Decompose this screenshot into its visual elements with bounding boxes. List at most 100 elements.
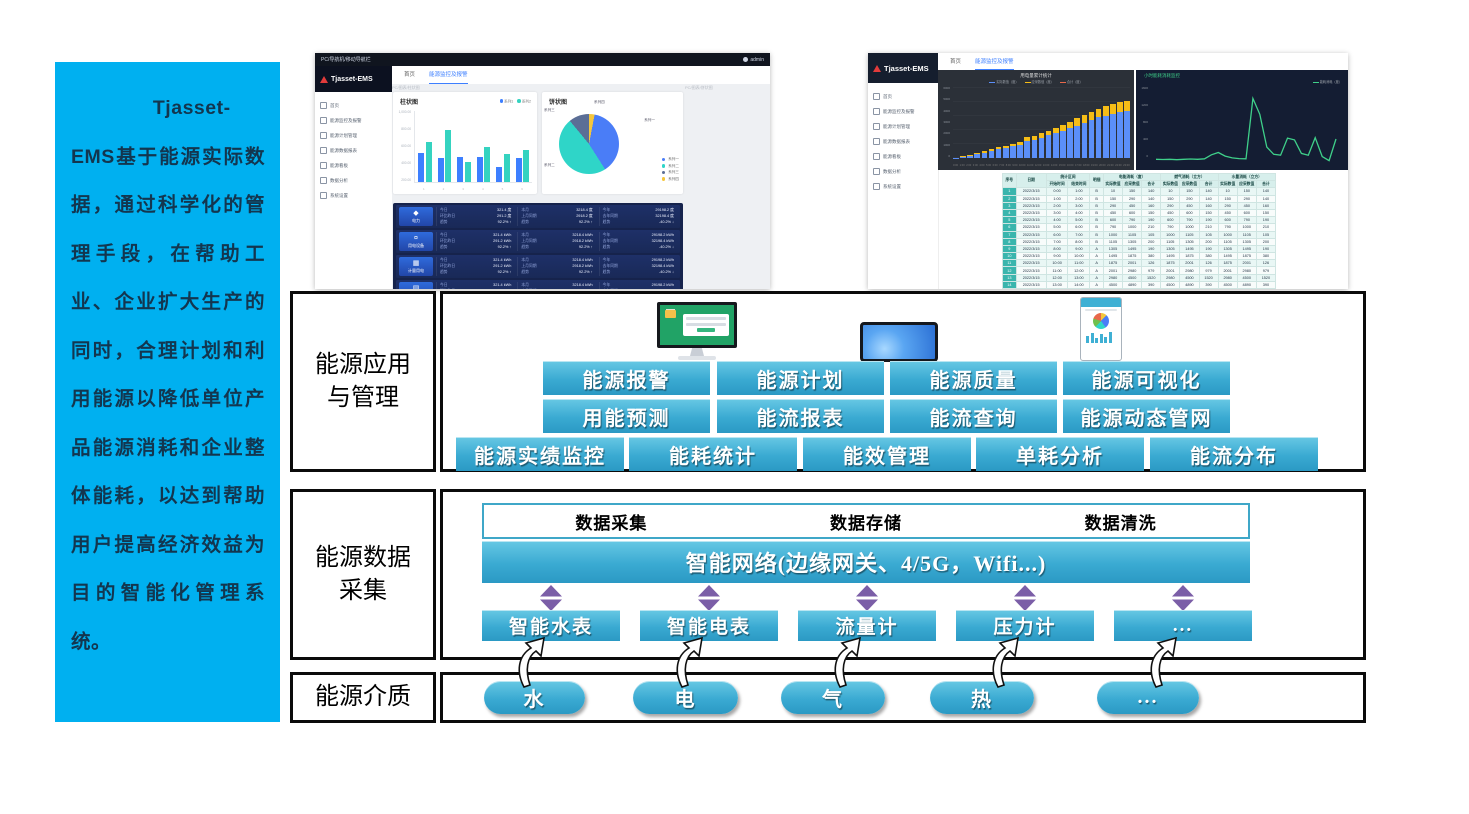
bar [496,167,502,182]
legend-item: 实际数值（度） [989,79,1019,84]
watermark-pie: PC/图表/饼状图 [685,85,713,90]
cell: 1495 [1236,244,1257,254]
cell: 3:00 [1045,208,1069,218]
cell: 1000 [1102,230,1124,239]
screenshot-dashboard-overview: PC/导航机/移动导航栏 admin Tjasset-EMS 首页能源监控及报警… [315,53,770,289]
column-header: 合计 [1141,180,1162,189]
meter-box: 智能水表 [482,610,620,641]
stat-label: 环比昨日 [440,264,456,268]
cell: 4890 [1236,280,1257,289]
cell: 4500 [1217,280,1238,289]
mini-bar [1095,338,1098,343]
bar [1024,137,1030,158]
pie-chart-card: 饼状图 系列一系列二系列三系列四 系列一系列二系列三系列四 [542,92,683,194]
x-tick: 4:00 [979,164,985,167]
cell: 2022/3/15 [1015,280,1047,289]
bar [476,156,483,182]
login-form [683,314,729,336]
cell: 2001 [1160,266,1181,275]
cell: B [1089,208,1104,218]
cell: 150 [1122,187,1143,196]
smart-network-bar: 智能网络(边缘网关、4/5G，Wifi...) [482,541,1250,583]
stat-label: 环比昨日 [440,214,456,218]
stat-label: 去年同期 [602,264,618,268]
stat-label: 趋势 [521,270,529,274]
legend-item: 能耗消耗（度） [1312,79,1342,84]
stat-tile: ¤用电设备 [399,232,433,251]
cell: 13:00 [1045,280,1069,289]
x-tick: 6 [521,187,523,191]
bar [445,129,451,182]
menu-icon [873,168,880,175]
meter-box: 流量计 [798,610,936,641]
stat-label: 今年 [602,283,611,287]
y-tick: 0 [948,153,950,158]
cell: 1000 [1217,230,1238,239]
bar-group [437,129,451,182]
x-tick: 21:00 [1107,164,1114,167]
menu-icon [873,138,880,145]
stat-value: 3218.4 kWh [572,233,593,237]
cell: 790 [1122,216,1143,225]
cell: 2980 [1102,273,1124,282]
x-tick: 20:00 [1099,164,1106,167]
cell: 1875 [1160,259,1181,268]
bar [437,157,444,182]
stat-value: 92.2% ↑ [578,270,593,274]
cell: 210 [1198,223,1219,232]
x-tick: 5:00 [985,164,992,167]
pie-callout: 系列四 [594,100,605,104]
y-tick: 5000 [943,97,950,102]
cell: 160 [1198,201,1219,210]
cell: 7:00 [1045,237,1069,246]
stat-value: 92.2% ↑ [497,220,512,224]
bar [1074,118,1080,158]
cell-seq: 3 [1002,201,1017,210]
app-chip: 能源实绩监控 [456,437,624,471]
table-row: 152022/3/1514:0015:00A489052203304890522… [1002,287,1277,289]
column-header: 应采数值 [1179,180,1200,189]
bar [1052,127,1059,158]
cell: 190 [1141,244,1162,254]
stat-value: 29198.2 kWh [651,258,674,262]
row-label-applications: 能源应用与管理 [290,291,436,472]
cell: 2980 [1236,266,1257,275]
pie-legend-item: 系列一 [661,156,679,162]
cell: 4890 [1179,280,1200,289]
stat-value: 3218.4 kWh [572,258,593,262]
y-tick: 800 [1142,120,1148,124]
cell: A [1089,244,1104,254]
legend-label: 系列2 [521,99,531,104]
cell: 200 [1255,237,1277,246]
x-tick: 4 [481,187,484,191]
bar-cap [1024,137,1030,142]
menu-icon [873,153,880,160]
cell: 380 [1255,252,1277,261]
pie-legend-item: 系列三 [661,169,679,175]
app-chip: 能源质量 [890,361,1057,395]
cell: 450 [1102,208,1124,218]
double-arrow-icon [698,585,720,611]
cell: 2001 [1179,259,1200,268]
cell: 4:00 [1045,216,1069,225]
cell: 150 [1236,187,1257,196]
row-label-energy-media: 能源介质 [290,672,436,723]
cell: 2001 [1236,259,1257,268]
cell: 14:00 [1067,280,1091,289]
legend-item: 合计（度） [1059,79,1083,84]
form-button [697,328,715,332]
cell-seq: 6 [1002,223,1017,232]
mini-bar [1099,334,1103,343]
cell-seq: 10 [1002,252,1017,261]
